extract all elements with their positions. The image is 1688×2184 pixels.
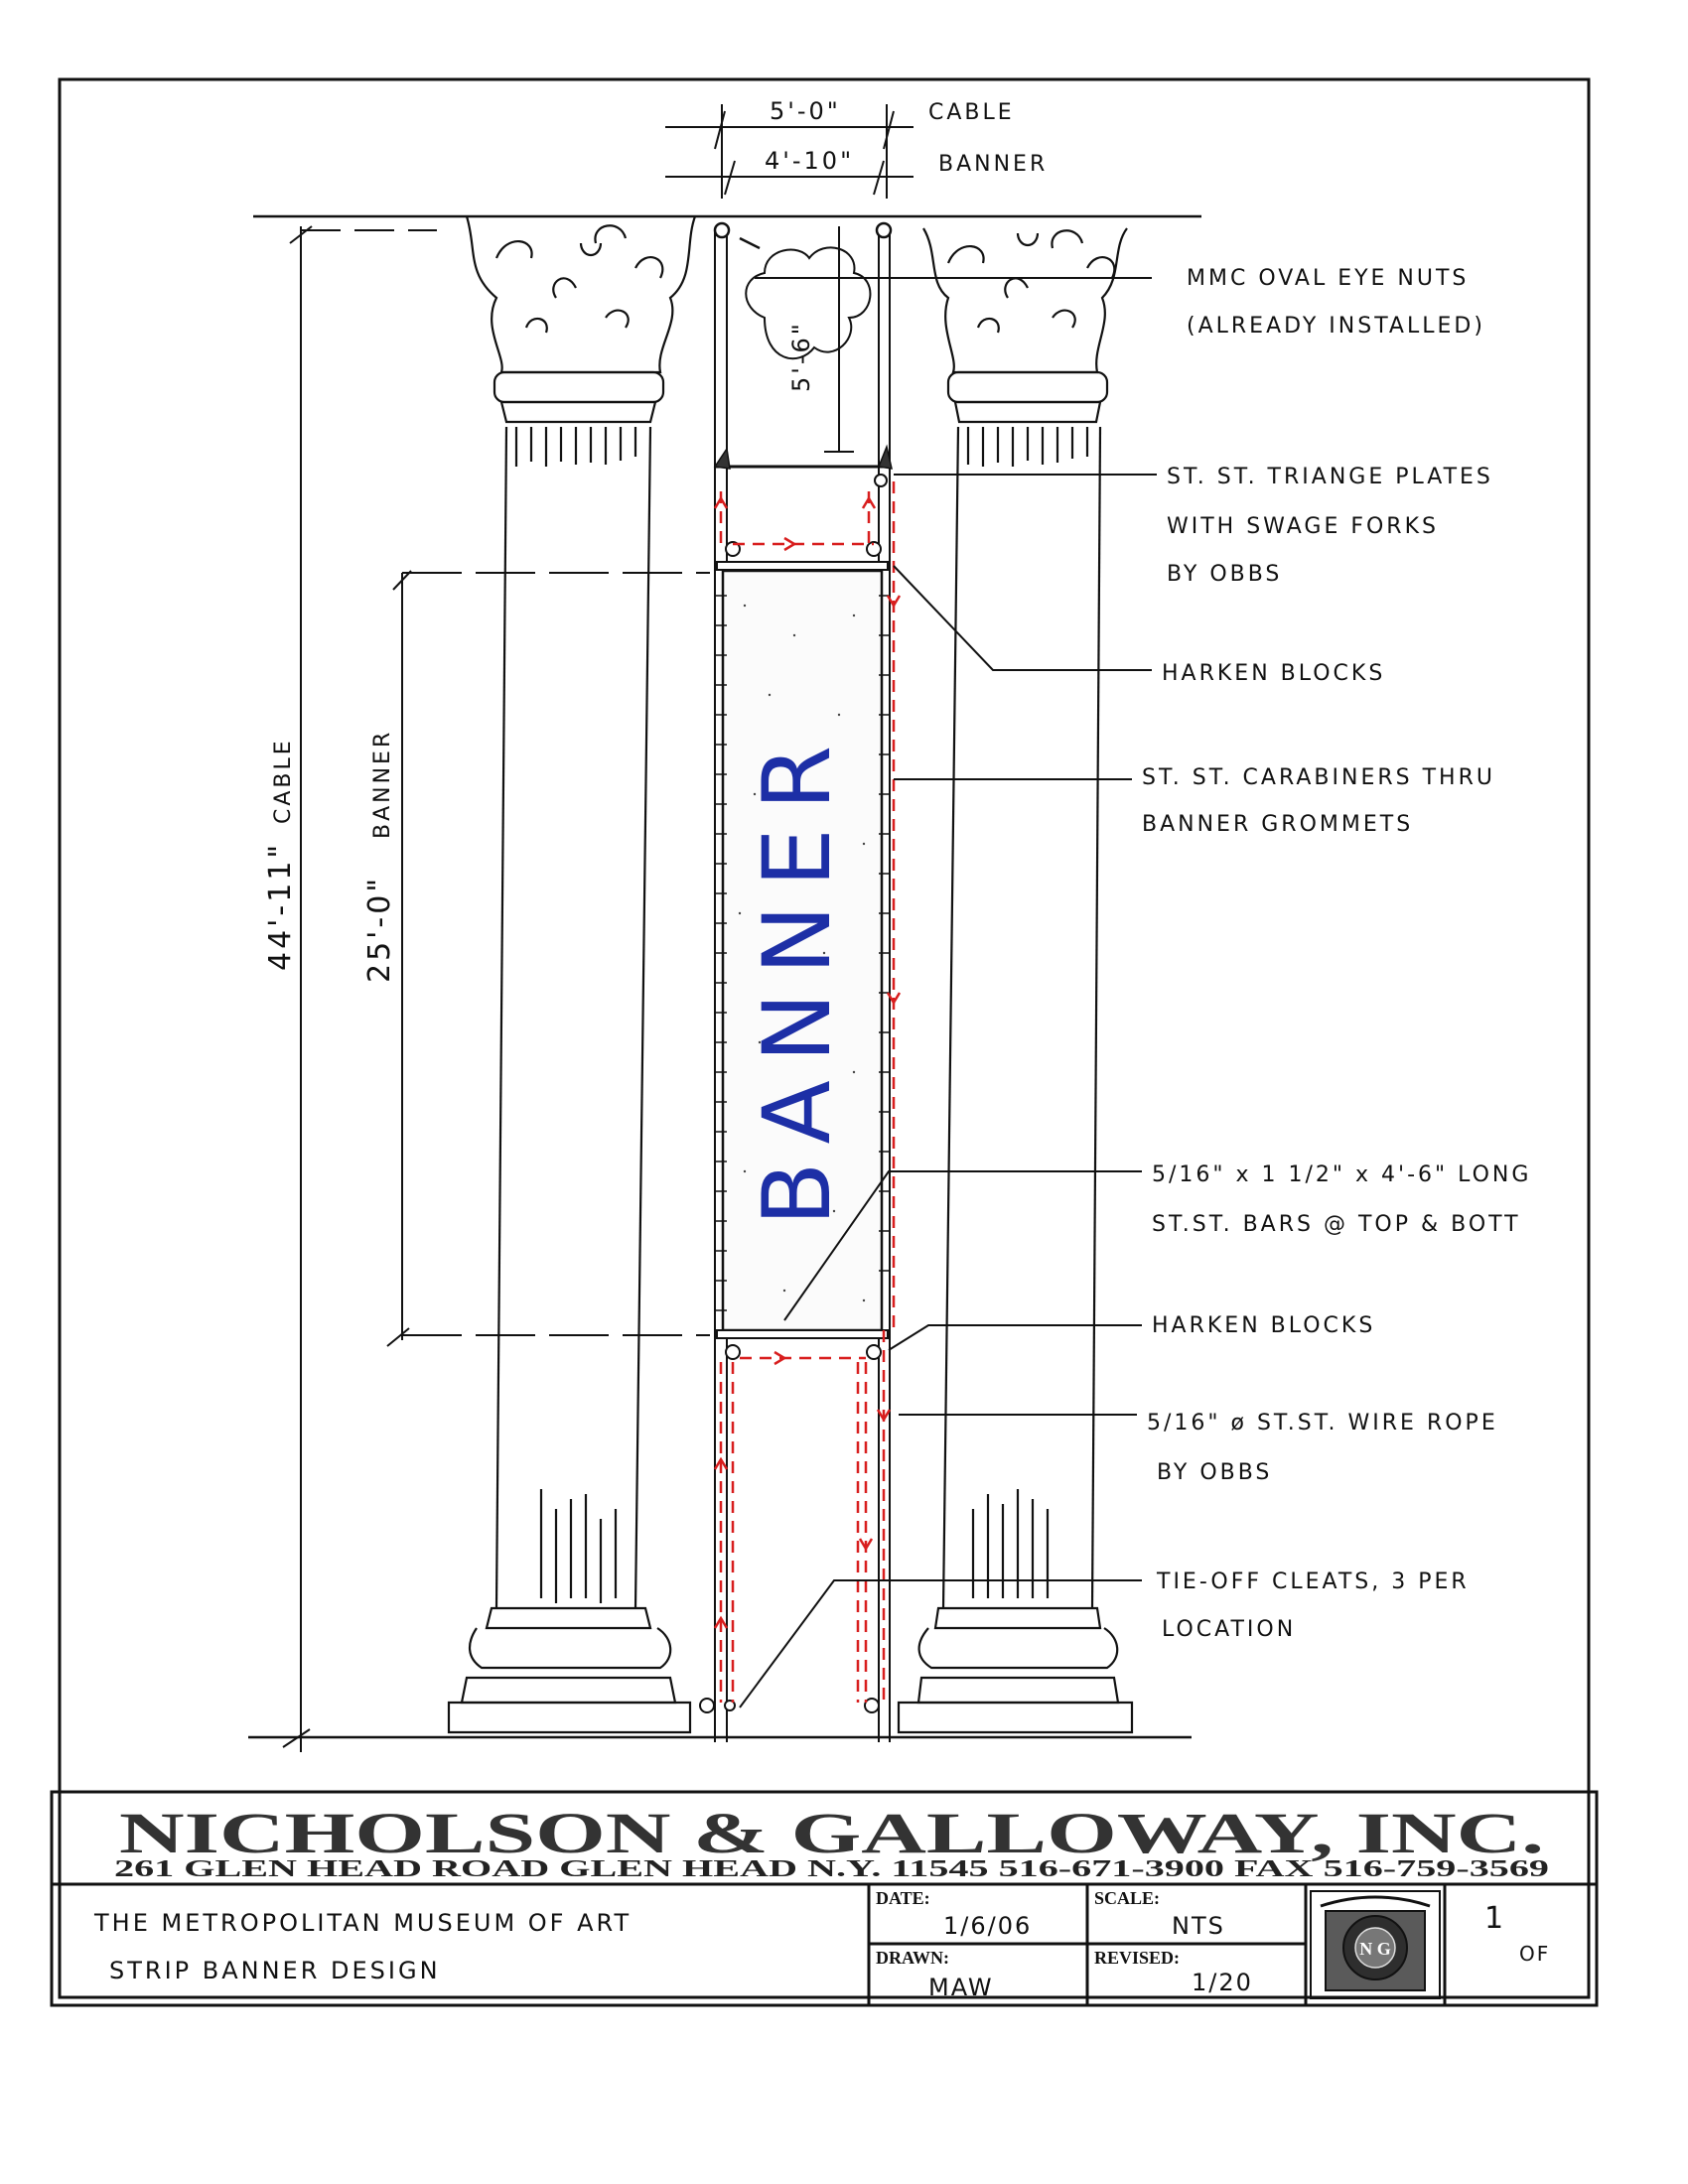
left-column [447,215,697,1734]
revised-value: 1/20 [1192,1969,1253,1996]
scale-label: SCALE: [1094,1888,1160,1908]
callout-carabiners-l1: ST. ST. CARABINERS THRU [1142,765,1495,790]
callout-harken-top: HARKEN BLOCKS [1162,661,1385,686]
logo-initials: N G [1359,1939,1391,1959]
callout-wire-rope-l2: BY OBBS [1157,1460,1272,1485]
cloud-ornament [745,246,872,360]
gap-dim-text: 5'-6" [787,321,815,392]
callout-bars-l1: 5/16" x 1 1/2" x 4'-6" LONG [1152,1162,1531,1187]
sheet-of: OF [1519,1942,1550,1966]
firm-address: 261 GLEN HEAD ROAD GLEN HEAD N.Y. 11545 … [114,1856,1549,1882]
callout-leaders [739,277,1157,1708]
right-column [897,227,1134,1734]
triangle-plate-left [713,446,731,470]
callout-harken-bottom: HARKEN BLOCKS [1152,1313,1375,1338]
rigging-arrows [713,495,902,1629]
banner-length-label: BANNER [370,730,395,839]
triangle-plate-right [877,444,893,470]
cable-width-label: CABLE [928,100,1015,125]
title-block [50,1790,1599,2007]
scale-value: NTS [1172,1912,1225,1940]
project-subtitle: STRIP BANNER DESIGN [109,1957,441,1984]
callout-bars-l2: ST.ST. BARS @ TOP & BOTT [1152,1212,1521,1237]
drawn-label: DRAWN: [876,1948,949,1968]
callout-triangle-l1: ST. ST. TRIANGE PLATES [1167,465,1493,489]
date-value: 1/6/06 [943,1912,1032,1940]
cable-length-dim: 44'-11" [263,842,298,971]
callout-cleats-l2: LOCATION [1162,1617,1296,1642]
firm-logo: N G [1310,1890,1441,1999]
drawn-value: MAW [928,1974,994,2001]
top-bar [716,561,889,571]
callout-triangle-l3: BY OBBS [1167,562,1282,587]
banner-word: BANNER [744,728,852,1226]
callout-eye-nuts-l1: MMC OVAL EYE NUTS [1187,266,1469,291]
banner-length-dim: 25'-0" [362,876,397,983]
cable-width-dim: 5'-0" [770,97,841,125]
banner-width-dim: 4'-10" [765,147,854,175]
cable-length-label: CABLE [271,738,296,824]
bottom-bar [716,1329,889,1339]
harken-blocks [725,474,888,1360]
callout-wire-rope-l1: 5/16" ø ST.ST. WIRE ROPE [1147,1411,1498,1435]
sheet-border [58,77,1591,1999]
project-name: THE METROPOLITAN MUSEUM OF ART [93,1909,632,1937]
rigging-path [719,481,896,1707]
sheet-number: 1 [1484,1901,1505,1936]
date-label: DATE: [876,1888,930,1908]
firm-name: NICHOLSON & GALLOWAY, INC. [119,1801,1544,1865]
banner-grommet-ticks [715,595,890,1311]
tie-off-cleats [699,1698,880,1713]
banner-width-label: BANNER [938,152,1048,177]
left-dimensions [282,225,710,1752]
revised-label: REVISED: [1094,1948,1180,1968]
callout-cleats-l1: TIE-OFF CLEATS, 3 PER [1156,1570,1470,1594]
top-dimensions [665,104,914,199]
callout-carabiners-l2: BANNER GROMMETS [1142,812,1413,837]
eye-nuts [713,221,893,250]
banner-stipple [738,604,866,1302]
callouts: MMC OVAL EYE NUTS (ALREADY INSTALLED) ST… [1142,266,1531,1642]
callout-eye-nuts-l2: (ALREADY INSTALLED) [1187,314,1485,339]
callout-triangle-l2: WITH SWAGE FORKS [1167,514,1439,539]
